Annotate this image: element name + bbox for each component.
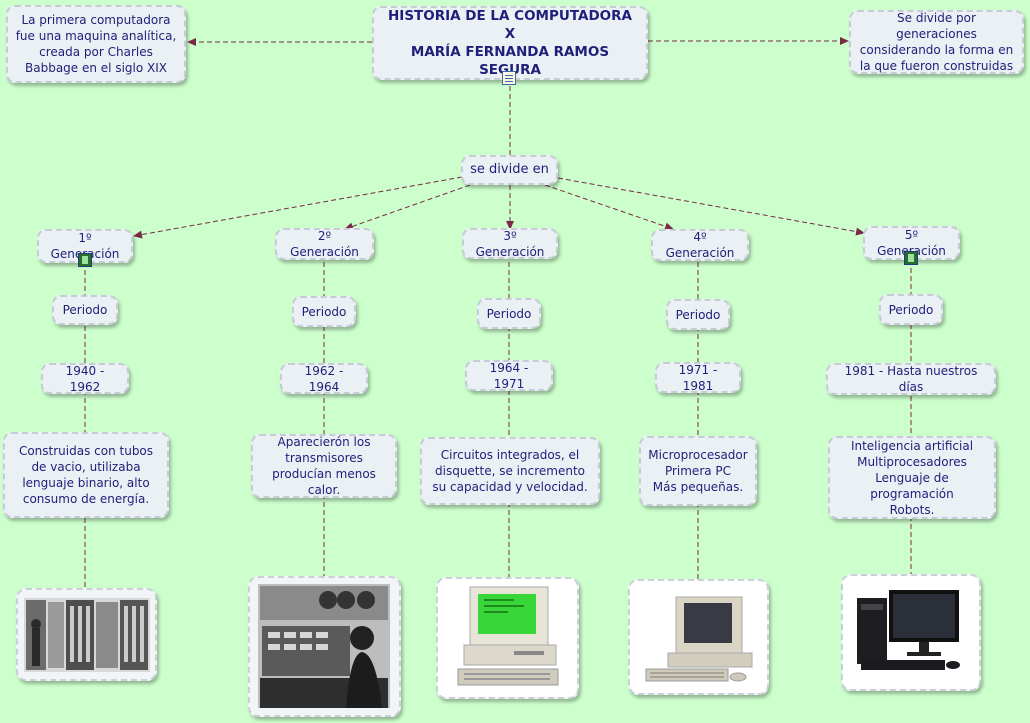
gen3-years: 1964 - 1971 xyxy=(489,360,529,391)
right-note-text: Se divide por generaciones considerando … xyxy=(859,11,1014,73)
gen2-image xyxy=(248,576,401,717)
title-line-1: HISTORIA DE LA COMPUTADORA xyxy=(388,8,632,24)
right-note-node: Se divide por generaciones considerando … xyxy=(849,10,1024,74)
gen4-description: Microprocesador Primera PC Más pequeñas. xyxy=(648,448,748,494)
gen1-years-node: 1940 - 1962 xyxy=(41,363,129,394)
gen2-years-node: 1962 - 1964 xyxy=(280,363,368,394)
gen2-description: Aparecierón los transmisores producían m… xyxy=(272,435,376,497)
ibm-pc-green-screen-photo xyxy=(438,579,577,697)
gen5-description: Inteligencia artificial Multiprocesadore… xyxy=(850,438,974,517)
video-icon[interactable] xyxy=(78,253,92,267)
gen3-node: 3º Generación xyxy=(462,228,558,259)
gen3-period-node: Periodo xyxy=(477,298,541,329)
left-note-text: La primera computadora fue una maquina a… xyxy=(15,13,177,75)
gen5-years-node: 1981 - Hasta nuestros días xyxy=(826,363,996,395)
gen2-period-node: Periodo xyxy=(292,296,356,327)
gen4-image xyxy=(628,579,769,695)
title-node: HISTORIA DE LA COMPUTADORA X MARÍA FERNA… xyxy=(372,6,648,80)
gen3-years-node: 1964 - 1971 xyxy=(465,360,553,391)
video-icon[interactable] xyxy=(904,251,918,265)
gen1-description: Construidas con tubos de vacio, utilizab… xyxy=(18,444,154,506)
gen2-node: 2º Generación xyxy=(275,228,374,260)
modern-pc-flat-monitor-photo xyxy=(843,576,979,689)
gen5-desc-node: Inteligencia artificial Multiprocesadore… xyxy=(828,436,996,519)
gen4-years-node: 1971 - 1981 xyxy=(655,362,741,393)
gen1-period-node: Periodo xyxy=(52,295,118,325)
gen4-node: 4º Generación xyxy=(651,229,749,261)
link-divides-gen2 xyxy=(344,184,471,231)
vacuum-tube-computer-photo xyxy=(24,598,150,672)
gen4-period-label: Periodo xyxy=(675,307,721,322)
link-divides-gen4 xyxy=(544,184,674,231)
gen4-name: 4º Generación xyxy=(665,230,735,260)
gen3-image xyxy=(436,577,579,699)
gen3-name: 3º Generación xyxy=(475,228,545,259)
gen4-desc-node: Microprocesador Primera PC Más pequeñas. xyxy=(639,436,757,506)
gen2-desc-node: Aparecierón los transmisores producían m… xyxy=(251,434,397,498)
gen1-period-label: Periodo xyxy=(62,303,108,317)
gen2-years: 1962 - 1964 xyxy=(304,363,344,394)
link-divides-gen5 xyxy=(557,177,865,236)
gen1-image xyxy=(16,588,157,681)
gen5-years: 1981 - Hasta nuestros días xyxy=(844,364,978,394)
gen1-desc-node: Construidas con tubos de vacio, utilizab… xyxy=(3,432,169,518)
gen5-period-label: Periodo xyxy=(888,302,934,317)
gen3-desc-node: Circuitos integrados, el disquette, se i… xyxy=(420,437,600,505)
gen5-period-node: Periodo xyxy=(879,294,943,325)
gen2-name: 2º Generación xyxy=(290,229,359,259)
title-line-3: MARÍA FERNANDA RAMOS SEGURA xyxy=(410,44,610,78)
gen3-period-label: Periodo xyxy=(486,306,532,321)
gen1-years: 1940 - 1962 xyxy=(65,363,105,394)
beige-desktop-pc-photo xyxy=(630,581,767,693)
gen4-years: 1971 - 1981 xyxy=(678,362,718,393)
gen5-image xyxy=(841,574,981,691)
gen2-period-label: Periodo xyxy=(301,304,347,319)
divides-text: se divide en xyxy=(470,162,549,177)
divides-node: se divide en xyxy=(461,155,558,185)
document-icon[interactable] xyxy=(502,71,516,85)
transistor-console-operator-photo xyxy=(258,584,390,708)
left-note-node: La primera computadora fue una maquina a… xyxy=(6,5,186,83)
gen3-description: Circuitos integrados, el disquette, se i… xyxy=(432,448,588,494)
title-line-2: X xyxy=(504,26,516,42)
gen4-period-node: Periodo xyxy=(666,299,730,330)
